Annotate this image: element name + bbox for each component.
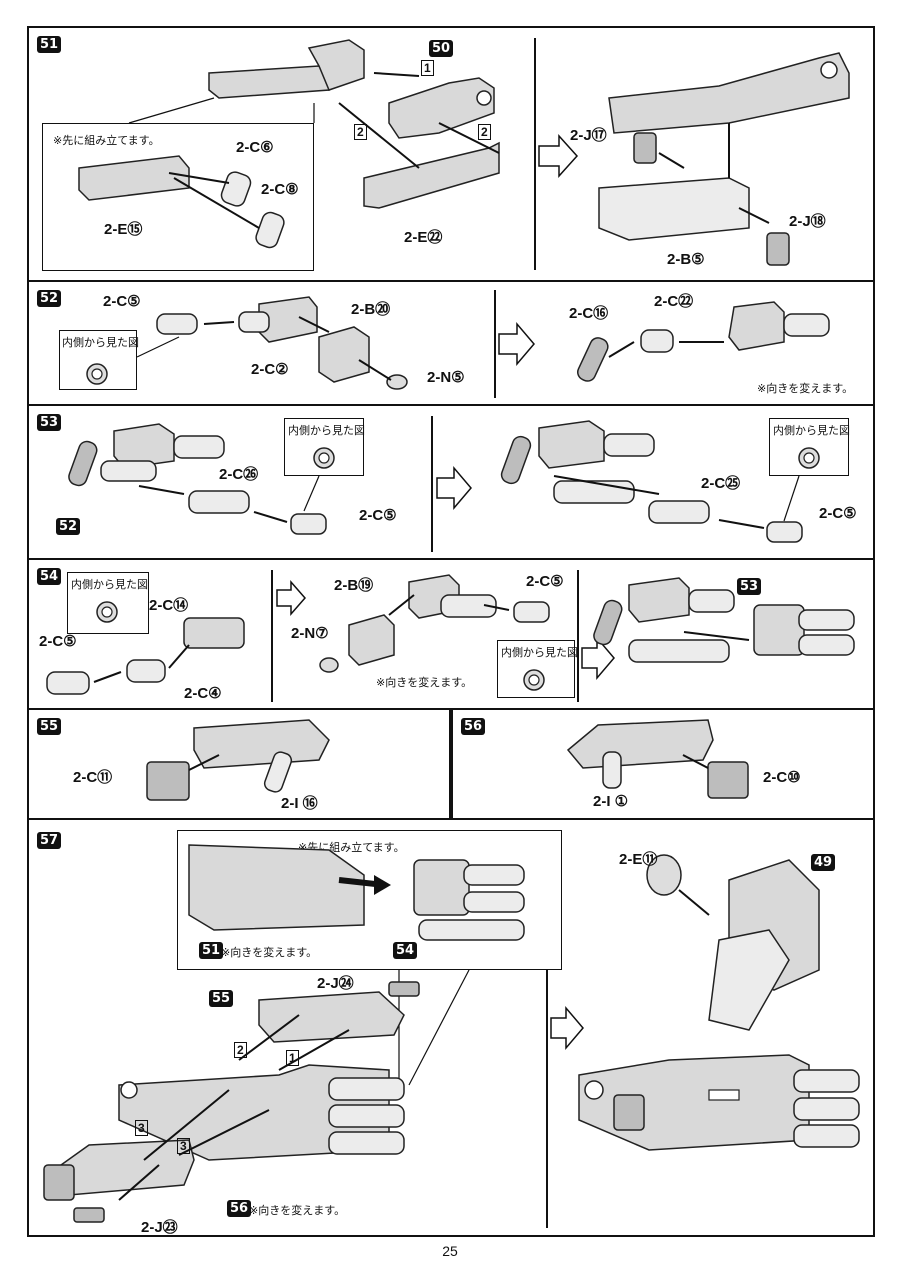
step-54-panel: 54 内側から見た図 内側から見た図 2-C⑤ 2-C⑭ 2-C: [27, 558, 875, 710]
step-52-label-2B20: 2-B⑳: [351, 301, 391, 318]
step-51-order-1: 1: [421, 60, 434, 76]
step-55-label-2I16: 2-I ⑯: [281, 795, 318, 812]
step-51-divider: [534, 38, 536, 270]
step-57-ref-55: 55: [209, 990, 234, 1007]
step-57-label-2J23: 2-J㉓: [141, 1219, 178, 1236]
step-53-label-2C25: 2-C㉕: [701, 475, 741, 492]
step-56-number: 56: [461, 718, 486, 735]
step-54-diagram: [46, 574, 855, 695]
step-52-change-direction-note: ※向きを変えます。: [757, 382, 854, 395]
step-52-label-2C16: 2-C⑯: [569, 305, 609, 322]
step-53-ref-52: 52: [56, 518, 81, 535]
step-54-divider-2: [577, 570, 579, 702]
step-53-label-2C5-right: 2-C⑤: [819, 505, 857, 522]
step-54-label-2C5-right: 2-C⑤: [526, 573, 564, 590]
step-54-inside-view-note-left: 内側から見た図: [71, 578, 148, 591]
step-53-divider: [431, 416, 433, 552]
step-51-label-2J17: 2-J⑰: [570, 127, 607, 144]
step-54-label-2C5-left: 2-C⑤: [39, 633, 77, 650]
step-54-number: 54: [37, 568, 62, 585]
step-57-ref-51: 51: [199, 942, 224, 959]
step-57-change-direction-note-56: ※向きを変えます。: [249, 1204, 346, 1217]
step-54-divider-1: [271, 570, 273, 702]
step-54-ref-53: 53: [737, 578, 762, 595]
step-55-label-2C11: 2-C⑪: [73, 769, 113, 786]
step-52-inside-view-note: 内側から見た図: [62, 336, 139, 349]
step-56-label-2C10: 2-C⑩: [763, 769, 801, 786]
step-56-diagram: [566, 719, 749, 799]
step-52-divider: [494, 290, 496, 398]
step-52-panel: 52 内側から見た図 2-C⑤ 2-C② 2-B⑳ 2-N⑤ 2-C⑯ 2-C㉒…: [27, 280, 875, 406]
step-56-panel: 56 2-I ① 2-C⑩: [451, 708, 875, 820]
step-53-label-2C26: 2-C㉖: [219, 466, 259, 483]
step-51-number: 51: [37, 36, 62, 53]
step-57-order-1: 1: [286, 1050, 299, 1066]
step-53-inside-view-note-left: 内側から見た図: [288, 424, 365, 437]
step-52-label-2N5: 2-N⑤: [427, 369, 465, 386]
step-51-ref-50: 50: [429, 40, 454, 57]
step-52-label-2C5: 2-C⑤: [103, 293, 141, 310]
step-51-diagram: [78, 39, 850, 266]
step-55-diagram: [146, 719, 330, 801]
step-52-diagram: [86, 296, 830, 390]
step-56-label-2I1: 2-I ①: [593, 793, 629, 810]
step-54-label-2B19: 2-B⑲: [334, 577, 374, 594]
page-number: 25: [442, 1243, 458, 1259]
step-57-order-2: 2: [234, 1042, 247, 1058]
step-53-inside-view-note-right: 内側から見た図: [773, 424, 850, 437]
step-52-number: 52: [37, 290, 62, 307]
step-57-order-3a: 3: [135, 1120, 148, 1136]
step-51-order-2a: 2: [354, 124, 367, 140]
step-57-number: 57: [37, 832, 62, 849]
step-57-change-direction-note-51: ※向きを変えます。: [221, 946, 318, 959]
step-57-ref-49: 49: [811, 854, 836, 871]
step-57-divider: [546, 830, 548, 1228]
step-51-label-2E22: 2-E㉒: [404, 229, 443, 246]
step-57-order-3b: 3: [177, 1138, 190, 1154]
step-51-assemble-first-note: ※先に組み立てます。: [53, 134, 160, 147]
step-51-label-2C8: 2-C⑧: [261, 181, 299, 198]
step-53-number: 53: [37, 414, 62, 431]
step-54-label-2N7: 2-N⑦: [291, 625, 329, 642]
step-57-label-2J24: 2-J㉔: [317, 975, 354, 992]
step-53-panel: 53 内側から見た図 内側から見た図 52 2-C㉖ 2-C⑤ 2-C㉕ 2-C…: [27, 404, 875, 560]
step-57-ref-54: 54: [393, 942, 418, 959]
step-51-order-2b: 2: [478, 124, 491, 140]
step-57-ref-56: 56: [227, 1200, 252, 1217]
step-55-panel: 55 2-C⑪ 2-I ⑯: [27, 708, 451, 820]
step-53-diagram: [68, 420, 820, 543]
step-53-label-2C5-left: 2-C⑤: [359, 507, 397, 524]
step-57-label-2E11: 2-E⑪: [619, 851, 658, 868]
step-51-label-2C6: 2-C⑥: [236, 139, 274, 156]
step-51-label-2B5: 2-B⑤: [667, 251, 705, 268]
step-52-label-2C22: 2-C㉒: [654, 293, 694, 310]
step-57-diagram: [43, 844, 860, 1223]
step-54-label-2C14: 2-C⑭: [149, 597, 189, 614]
step-52-label-2C2: 2-C②: [251, 361, 289, 378]
step-55-number: 55: [37, 718, 62, 735]
step-51-panel: 51 ※先に組み立てます。 50: [27, 26, 875, 282]
step-51-label-2E15: 2-E⑮: [104, 221, 143, 238]
step-54-label-2C4: 2-C④: [184, 685, 222, 702]
step-54-inside-view-note-right: 内側から見た図: [501, 646, 578, 659]
step-51-label-2J18: 2-J⑱: [789, 213, 826, 230]
step-57-panel: 57 ※先に組み立てます。: [27, 818, 875, 1237]
step-54-change-direction-note: ※向きを変えます。: [376, 676, 473, 689]
